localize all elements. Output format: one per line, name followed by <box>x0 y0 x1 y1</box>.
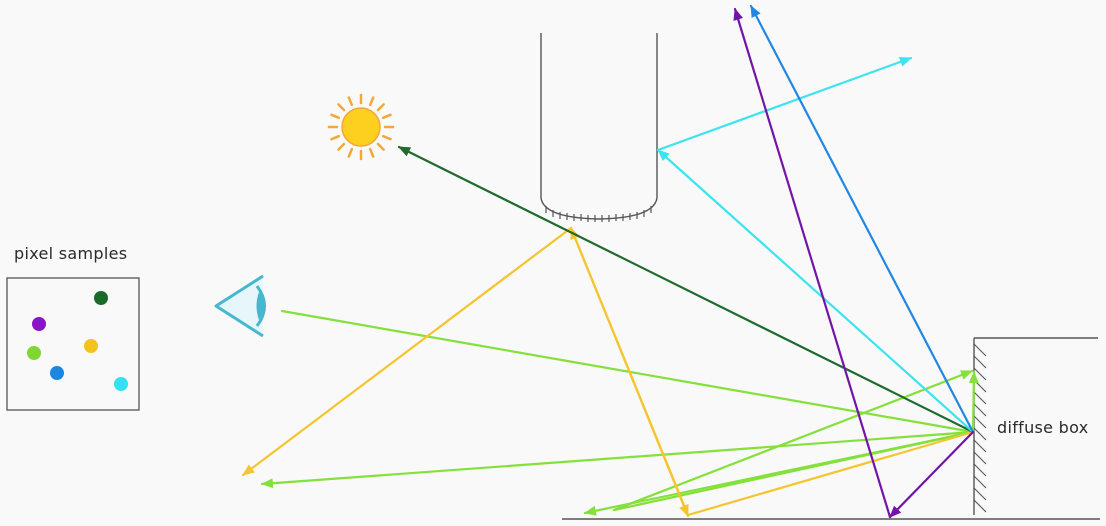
ray-green-4 <box>612 430 975 512</box>
ray-green-2 <box>968 370 979 434</box>
sample-yellow <box>84 339 98 353</box>
sample-purple <box>32 317 46 331</box>
ray-green-5 <box>612 369 974 512</box>
ray-blue <box>749 4 975 434</box>
ray-yellow-4 <box>569 226 690 518</box>
ray-darkgreen-to-sun <box>397 145 975 434</box>
ray-green-1 <box>260 430 975 489</box>
pixel-samples-label: pixel samples <box>14 244 128 263</box>
ray-yellow-3 <box>241 226 573 477</box>
sample-cyan <box>114 377 128 391</box>
pixel-samples-panel <box>6 277 140 411</box>
sun-icon <box>327 93 395 161</box>
cylinder-object <box>540 33 658 222</box>
eye-icon <box>214 274 266 338</box>
ray-green-eye-to-box <box>280 309 975 434</box>
diffuse-box-label: diffuse box <box>997 418 1089 437</box>
ray-purple-2 <box>733 7 892 519</box>
sample-darkgreen <box>94 291 108 305</box>
ray-purple-1 <box>888 430 975 519</box>
ray-cyan-1 <box>656 148 975 434</box>
pixel-samples-frame <box>6 277 140 411</box>
sample-lightgreen <box>27 346 41 360</box>
ray-yellow-1 <box>686 430 975 517</box>
sample-blue <box>50 366 64 380</box>
ray-cyan-2 <box>656 56 913 152</box>
